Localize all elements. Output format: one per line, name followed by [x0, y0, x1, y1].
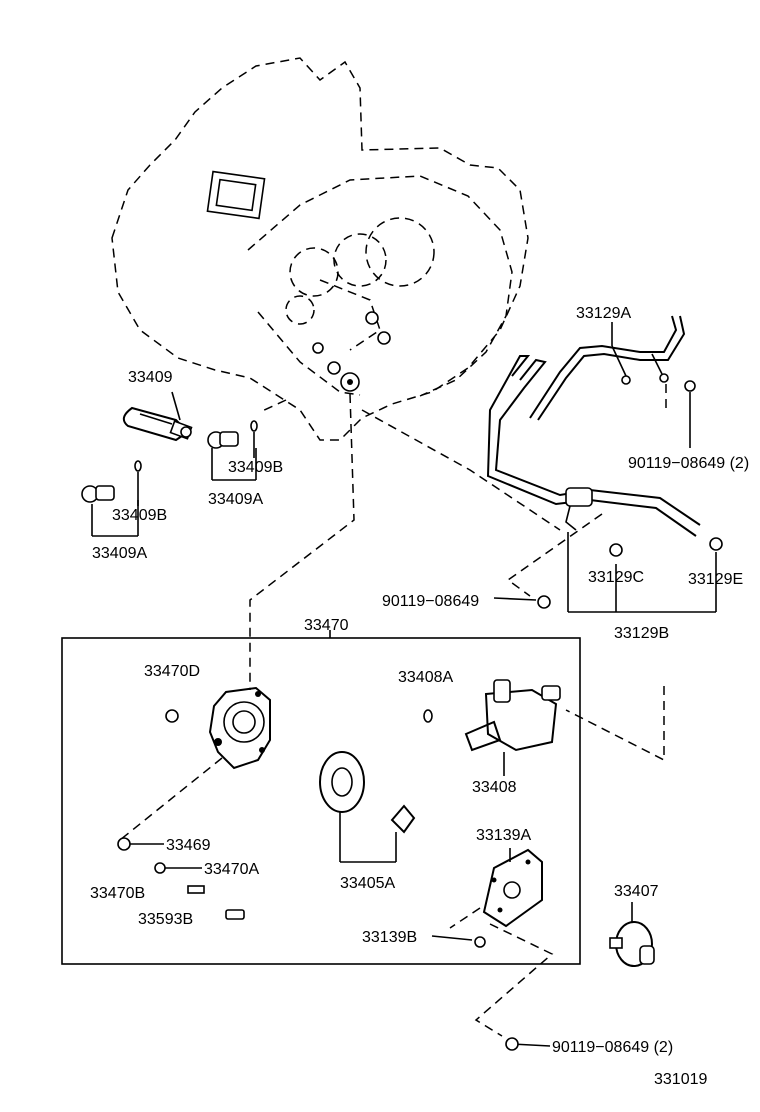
oil-pump-body — [208, 686, 271, 770]
label-33409B-1: 33409B — [228, 459, 283, 476]
label-33469: 33469 — [166, 837, 211, 854]
ring-33470A — [154, 862, 202, 874]
label-33139A: 33139A — [476, 827, 531, 844]
bolt-90119-bottom — [505, 1037, 551, 1051]
o-ring-33408A — [423, 709, 433, 723]
pin-33407 — [609, 902, 655, 967]
label-33129B: 33129B — [614, 625, 669, 642]
label-33409: 33409 — [128, 369, 173, 386]
rotor-33405A — [319, 751, 416, 863]
label-33470A: 33470A — [204, 861, 259, 878]
label-90119-bottom: 90119−08649 (2) — [552, 1039, 673, 1056]
label-33409A-1: 33409A — [208, 491, 263, 508]
plug-33470D — [165, 709, 179, 723]
label-33129E: 33129E — [688, 571, 743, 588]
cover-33139A — [482, 848, 543, 928]
label-33470B: 33470B — [90, 885, 145, 902]
label-33470D: 33470D — [144, 663, 200, 680]
bolt-90119-mid — [493, 595, 551, 609]
label-33470: 33470 — [304, 617, 349, 634]
bolt-33139B — [431, 935, 486, 948]
label-33407: 33407 — [614, 883, 659, 900]
bolt-33593B — [225, 909, 245, 920]
pipe-33129A — [529, 315, 686, 421]
label-33129A: 33129A — [576, 305, 631, 322]
label-90119-mid: 90119−08649 — [382, 593, 479, 610]
label-33409A-2: 33409A — [92, 545, 147, 562]
label-33408: 33408 — [472, 779, 517, 796]
label-33409B-2: 33409B — [112, 507, 167, 524]
pin-33470B — [187, 885, 205, 894]
label-33593B: 33593B — [138, 911, 193, 928]
box-33470 — [61, 630, 581, 965]
transmission-housing — [111, 57, 529, 441]
label-33408A: 33408A — [398, 669, 453, 686]
valve-33408 — [464, 679, 561, 776]
figure-code: 331019 — [654, 1071, 707, 1088]
label-33405A: 33405A — [340, 875, 395, 892]
union-33409A-bottom — [81, 460, 142, 537]
label-33129C: 33129C — [588, 569, 644, 586]
union-33409A-top — [207, 420, 258, 481]
seal-33469 — [117, 837, 164, 851]
bolt-90119-top — [684, 380, 696, 448]
pipe-33129B — [486, 355, 723, 613]
label-33139B: 33139B — [362, 929, 417, 946]
label-90119-top: 90119−08649 (2) — [628, 455, 749, 472]
oil-pipe-33409 — [122, 391, 193, 442]
